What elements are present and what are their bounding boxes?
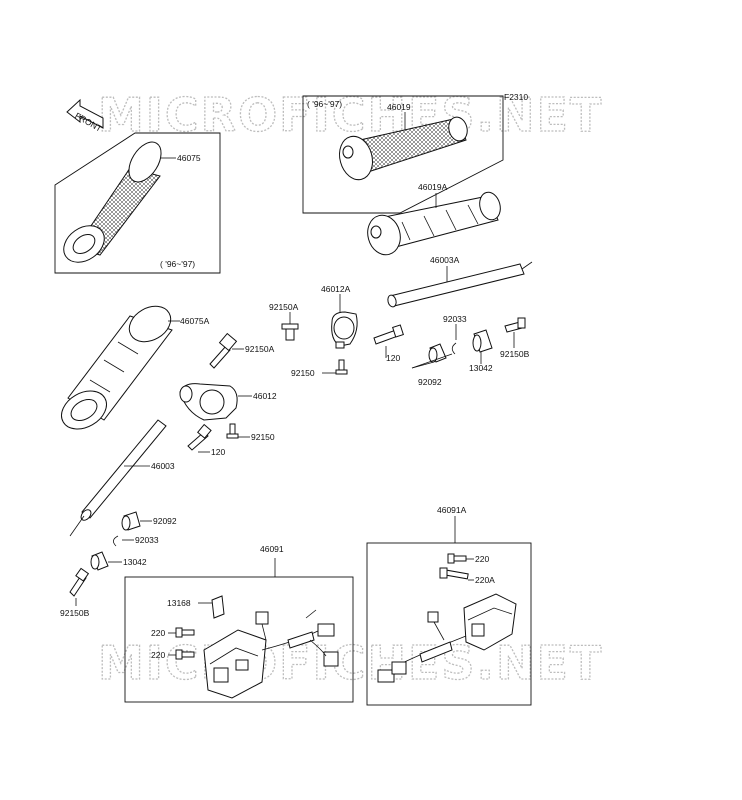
label-46075: 46075 <box>177 153 201 163</box>
screw-92150A-lower <box>209 332 238 369</box>
screw-220-right <box>447 553 467 564</box>
screw-220-middle <box>175 649 195 660</box>
label-92092-1: 92092 <box>418 377 442 387</box>
label-92033-1: 92033 <box>443 314 467 324</box>
label-92150B-1: 92150B <box>500 349 530 359</box>
screw-220-upper <box>175 627 195 638</box>
housing-46012 <box>179 383 238 421</box>
label-220A: 220A <box>475 575 495 585</box>
screw-220A <box>439 567 469 580</box>
label-92150-1: 92150 <box>291 368 315 378</box>
label-46075A: 46075A <box>180 316 210 326</box>
screw-120-lower <box>187 423 212 451</box>
label-46019: 46019 <box>387 102 411 112</box>
label-120-1: 120 <box>386 353 400 363</box>
label-92150B-2: 92150B <box>60 608 90 618</box>
clip-92033-lower <box>113 535 119 547</box>
label-46019A: 46019A <box>418 182 448 192</box>
frame-grip-46019 <box>302 95 504 214</box>
grip-46019 <box>339 116 468 181</box>
screw-92150B-upper <box>504 317 526 333</box>
label-92033-2: 92033 <box>135 535 159 545</box>
label-46003A: 46003A <box>430 255 460 265</box>
label-92150-2: 92150 <box>251 432 275 442</box>
label-13042-1: 13042 <box>469 363 493 373</box>
year-range-top: ( '96~'97) <box>307 99 342 109</box>
clip-92033-upper <box>451 342 457 355</box>
grip-46075 <box>63 141 162 263</box>
label-120-2: 120 <box>211 447 225 457</box>
frame-switch-46091A <box>366 542 532 706</box>
figure-code: F2310 <box>504 92 528 102</box>
sleeve-13042-lower <box>90 551 109 571</box>
year-range-left: ( '96~'97) <box>160 259 195 269</box>
label-46091: 46091 <box>260 544 284 554</box>
label-46012A: 46012A <box>321 284 351 294</box>
label-220-1: 220 <box>151 628 165 638</box>
label-46003: 46003 <box>151 461 175 471</box>
grip-46075A <box>61 305 173 430</box>
label-92150A-1: 92150A <box>269 302 299 312</box>
label-46091A: 46091A <box>437 505 467 515</box>
screw-92150-lower <box>226 423 239 439</box>
frame-switch-46091 <box>124 576 354 703</box>
wiring-harness-46091 <box>255 609 339 667</box>
screw-92150-upper <box>335 359 348 375</box>
label-13042-2: 13042 <box>123 557 147 567</box>
screw-120-upper <box>373 324 404 345</box>
watermark-bottom: MICROFICHES.NET <box>98 636 603 690</box>
bracket-13168 <box>211 595 225 619</box>
frame-grip-46075 <box>54 132 221 274</box>
label-46012: 46012 <box>253 391 277 401</box>
screw-92150B-lower <box>69 567 90 597</box>
grip-46019A <box>367 191 501 256</box>
label-13168: 13168 <box>167 598 191 608</box>
switch-housing-46091A <box>463 593 517 651</box>
label-92092-2: 92092 <box>153 516 177 526</box>
tube-46003A <box>387 261 533 308</box>
housing-46012A <box>331 311 358 349</box>
roller-92092-lower <box>121 511 141 531</box>
wiring-harness-46091A <box>377 611 467 683</box>
label-220-2: 220 <box>151 650 165 660</box>
screw-92150A-upper <box>281 323 299 341</box>
tube-46003 <box>69 419 167 537</box>
switch-housing-46091 <box>203 629 267 699</box>
label-220-3: 220 <box>475 554 489 564</box>
label-92150A-2: 92150A <box>245 344 275 354</box>
sleeve-13042-upper <box>472 329 493 353</box>
